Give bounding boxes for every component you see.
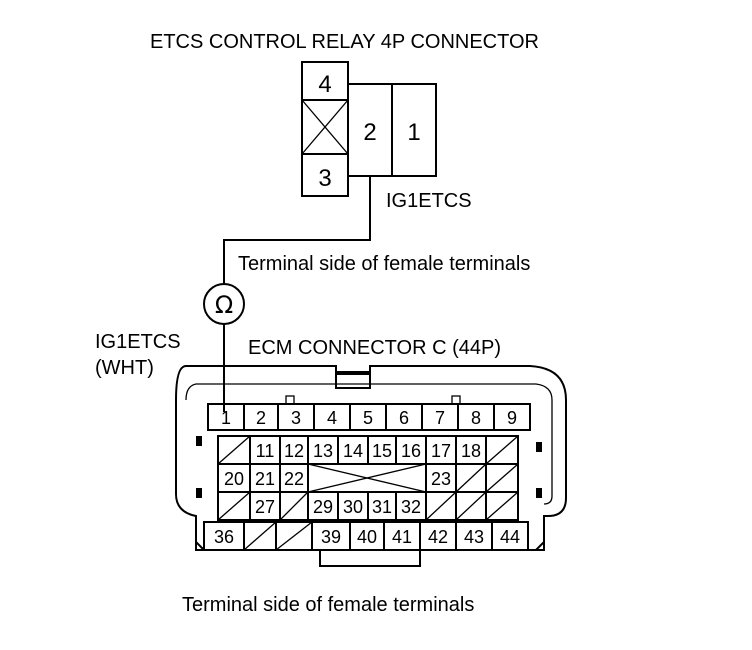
ecm-pin-22: 22 — [284, 469, 304, 489]
relay-pin-1: 1 — [407, 119, 420, 146]
ecm-pin-7: 7 — [435, 408, 445, 428]
terminal-note-bottom: Terminal side of female terminals — [182, 594, 474, 616]
ecm-pin-12: 12 — [284, 441, 304, 461]
ecm-pin-16: 16 — [401, 441, 421, 461]
ecm-pin-32: 32 — [401, 497, 421, 517]
ecm-pin-43: 43 — [464, 527, 484, 547]
ecm-pin-40: 40 — [357, 527, 377, 547]
ecm-pin-29: 29 — [313, 497, 333, 517]
ecm-pin-6: 6 — [399, 408, 409, 428]
ecm-connector-housing — [175, 365, 567, 567]
ecm-pin-41: 41 — [392, 527, 412, 547]
relay-pin-2: 2 — [363, 119, 376, 146]
relay-wire-label: IG1ETCS — [386, 190, 472, 212]
ecm-pin-9: 9 — [507, 408, 517, 428]
ohm-symbol: Ω — [215, 291, 233, 319]
ecm-pin-27: 27 — [255, 497, 275, 517]
ecm-pin-1: 1 — [221, 408, 231, 428]
ecm-wire-label-1: IG1ETCS — [95, 331, 181, 353]
ecm-pin-21: 21 — [255, 469, 275, 489]
ecm-connector-title: ECM CONNECTOR C (44P) — [248, 337, 501, 359]
ecm-pin-11: 11 — [256, 441, 275, 461]
ecm-wire-label-2: (WHT) — [95, 357, 154, 379]
ecm-pin-17: 17 — [431, 441, 451, 461]
ecm-pin-20: 20 — [224, 469, 244, 489]
test-lead-upper — [223, 176, 371, 284]
ecm-pin-44: 44 — [500, 527, 520, 547]
unused-cavity-slash — [217, 435, 251, 465]
relay-pin-4: 4 — [318, 71, 331, 98]
relay-pin-3: 3 — [318, 165, 331, 192]
ecm-pin-39: 39 — [321, 527, 341, 547]
ecm-pin-2: 2 — [256, 408, 266, 428]
relay-connector: 4 2 1 3 — [301, 61, 437, 197]
ecm-pin-31: 31 — [372, 497, 392, 517]
ecm-pin-4: 4 — [327, 408, 337, 428]
ecm-pin-42: 42 — [428, 527, 448, 547]
ecm-pin-36: 36 — [214, 527, 234, 547]
ecm-pin-23: 23 — [431, 469, 451, 489]
ecm-pin-8: 8 — [471, 408, 481, 428]
ecm-pin-13: 13 — [313, 441, 333, 461]
ecm-pin-5: 5 — [363, 408, 373, 428]
ecm-pin-15: 15 — [372, 441, 392, 461]
relay-connector-title: ETCS CONTROL RELAY 4P CONNECTOR — [150, 31, 539, 53]
ecm-pin-grid: 1 2 3 4 5 6 7 8 9 11 12 13 14 15 16 17 1… — [203, 403, 531, 551]
ecm-pin-14: 14 — [343, 441, 363, 461]
ecm-pin-3: 3 — [291, 408, 301, 428]
ecm-pin-18: 18 — [461, 441, 481, 461]
ecm-pin-30: 30 — [343, 497, 363, 517]
terminal-note-top: Terminal side of female terminals — [238, 253, 530, 275]
